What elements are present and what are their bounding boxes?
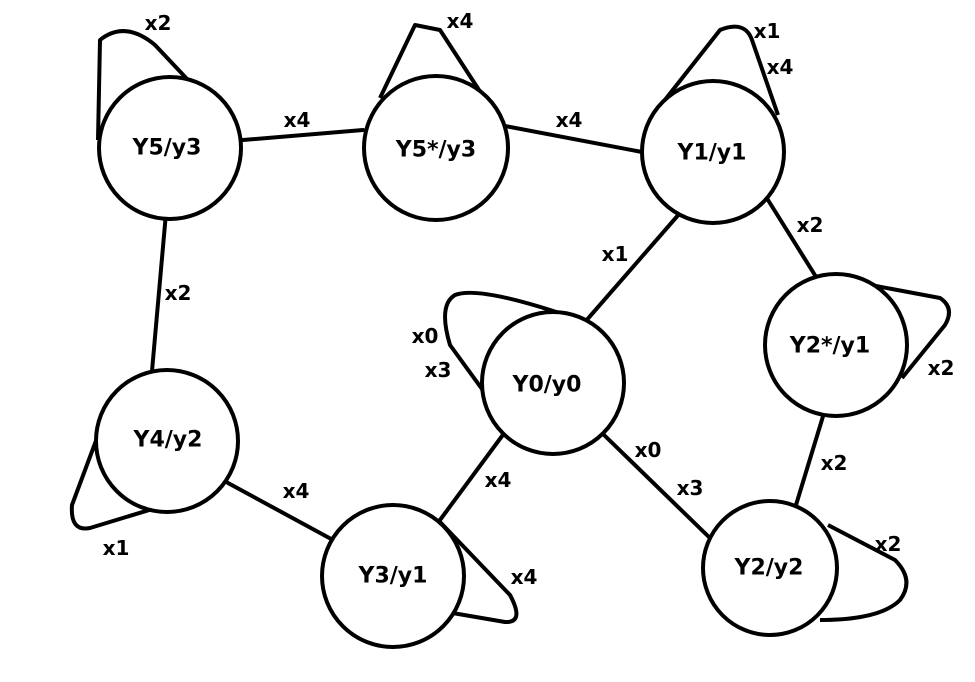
edge-y0-y3 <box>438 430 507 522</box>
node-y2: Y2/y2 <box>701 499 839 637</box>
edge-label: x2 <box>797 213 824 237</box>
loop-y0 <box>443 290 581 402</box>
loop-label: x2 <box>928 356 955 380</box>
node-y3: Y3/y1 <box>320 503 466 649</box>
edge-y1-y2s <box>766 198 820 282</box>
loop-label: x2 <box>145 11 172 35</box>
loop-label: x2 <box>875 532 902 556</box>
node-label: Y1/y1 <box>677 141 747 166</box>
edge-label: x3 <box>677 476 704 500</box>
node-label: Y2*/y1 <box>789 334 870 359</box>
loop-y1 <box>655 24 780 116</box>
node-label: Y0/y0 <box>512 373 582 398</box>
node-y2s: Y2*/y1 <box>763 272 909 418</box>
loop-label: x4 <box>511 565 538 589</box>
edge-y5-y5s <box>241 128 365 142</box>
edge-label: x0 <box>635 438 662 462</box>
loop-label: x3 <box>425 358 452 382</box>
loop-label: x0 <box>412 324 439 348</box>
loop-label: x4 <box>767 55 794 79</box>
node-y5s: Y5*/y3 <box>362 74 510 222</box>
edge-y4-y3 <box>226 481 335 542</box>
node-y1: Y1/y1 <box>640 79 786 225</box>
node-y4: Y4/y2 <box>94 368 240 514</box>
edge-label: x4 <box>283 479 310 503</box>
node-label: Y2/y2 <box>734 556 804 581</box>
edge-y2s-y2 <box>794 411 826 507</box>
loop-label: x1 <box>103 536 130 560</box>
edge-label: x2 <box>165 281 192 305</box>
node-label: Y3/y1 <box>358 564 428 589</box>
node-label: Y5/y3 <box>132 136 202 161</box>
edge-y0-y2 <box>600 431 714 542</box>
edge-label: x4 <box>485 468 512 492</box>
loop-y5 <box>96 29 190 141</box>
edge-y5-y4 <box>150 211 168 373</box>
edge-label: x1 <box>602 242 629 266</box>
node-label: Y4/y2 <box>133 428 203 453</box>
loop-y5s <box>378 23 494 112</box>
edge-label: x4 <box>556 108 583 132</box>
loop-y2s <box>859 281 951 380</box>
loop-label: x4 <box>447 9 474 33</box>
loop-y3 <box>434 520 519 624</box>
loop-y4 <box>69 429 216 531</box>
edge-label: x2 <box>821 451 848 475</box>
node-label: Y5*/y3 <box>395 138 476 163</box>
edge-label: x4 <box>284 108 311 132</box>
loop-label: x1 <box>754 19 781 43</box>
edge-y1-y0 <box>583 211 682 324</box>
node-y5: Y5/y3 <box>97 75 243 221</box>
loop-y2 <box>819 523 909 622</box>
edge-y5s-y1 <box>503 124 644 154</box>
node-y0: Y0/y0 <box>480 310 626 456</box>
